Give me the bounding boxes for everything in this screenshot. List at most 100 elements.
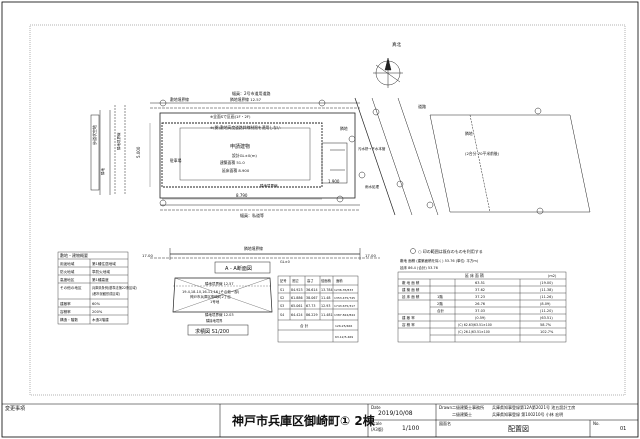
floor-value-alt: (19.00) — [540, 281, 553, 285]
road-top-label: 幅員：2号市道用道路 — [232, 90, 271, 96]
area-label-3: 神戸市兵庫区御崎町2丁目 — [190, 294, 231, 299]
area-calc-diagram — [172, 277, 273, 336]
side-label: 駐車場 — [170, 158, 182, 163]
overview-key: 容積率 — [60, 309, 71, 314]
area-cell: S2 — [280, 296, 284, 300]
right-note-1: 汚水枡→下水本管 — [358, 146, 386, 151]
site-plan — [90, 97, 591, 216]
area-cell: 86.229 — [306, 313, 318, 317]
overview-table — [57, 251, 129, 325]
area-cell: S1 — [280, 288, 284, 292]
overview-key: 用途地域 — [60, 261, 75, 266]
side-note: 隣地 — [340, 126, 348, 131]
area-cell: 1236.35/833 — [334, 288, 353, 292]
area-sum-label: 合 計 — [300, 323, 309, 328]
right-road: 道路 — [418, 103, 426, 109]
floor-level: 合計 — [437, 308, 445, 313]
floor-unit: (m2) — [548, 274, 557, 278]
floor-value-alt: (11.20) — [540, 309, 553, 313]
section-label-top: 隣地境界線 — [244, 246, 263, 251]
area-table-header: 記号 — [280, 278, 287, 283]
area-cell: 64.424 — [291, 313, 303, 317]
number-value: 01 — [620, 426, 627, 432]
boundary-label-right: 隣地境界線 — [260, 183, 278, 188]
section-badge: A - A断面図 — [225, 265, 252, 272]
area-cell: 1743.675/317 — [334, 304, 355, 308]
annex-block — [321, 142, 348, 184]
overview-key: 建蔽率 — [60, 301, 71, 306]
overview-rows: 用途地域 第1種住居地域 防火地域 準防火地域 高度地区 第1種高度 その他の地… — [60, 261, 137, 322]
area-cell: 38.067 — [306, 296, 318, 300]
revision-label: 変更事項 — [5, 406, 26, 412]
floor-value-alt: (63.51) — [540, 316, 553, 320]
floor-value: 37.03 — [475, 309, 485, 313]
overview-value: 60% — [92, 302, 101, 306]
floor-value: 63.51 — [475, 281, 485, 285]
dim-right: 1.900 — [328, 179, 340, 184]
area-cell: 1387.824/844 — [334, 313, 355, 317]
section-right-val: 17.00 — [365, 253, 376, 258]
overview-value: 準防火地域 — [92, 269, 110, 274]
area-cell: 65.061 — [291, 304, 303, 308]
floor-level: 2階 — [437, 301, 443, 306]
floor-caption-2: 延床 86.4 (合計) 53.76 — [400, 265, 438, 270]
boundary-top-label: 隣地境界線 12.57 — [230, 97, 262, 102]
area-cell: S4 — [280, 313, 284, 317]
scale-value: 1/100 — [402, 425, 420, 432]
office-1: 二級建築士事務所 — [452, 405, 484, 410]
north-arrow — [373, 57, 403, 88]
date-label: Date — [371, 405, 381, 410]
building-info-1: 設計GL±0(m) — [232, 153, 257, 158]
area-label-1: 隣地境界線 12.57 — [205, 281, 234, 286]
floor-key: 建 蔽 率 — [402, 315, 415, 320]
floor-level: 1階 — [437, 294, 443, 299]
area-cell: 11.48 — [321, 296, 330, 300]
title-block — [2, 403, 638, 437]
sheet-label: 図面名 — [439, 421, 451, 426]
scale-label: Scale — [371, 421, 382, 426]
area-cell: 67.73 — [306, 304, 315, 308]
area-caption: 求積図 S1/200 — [195, 328, 229, 335]
overview-key: 防火地域 — [60, 269, 75, 274]
area-sum-1: 126.25/466 — [335, 324, 352, 328]
office-2-detail: 兵庫県知事登録 第100210号 小林 宏明 — [492, 412, 564, 417]
area-cell: 1353.475/745 — [334, 296, 355, 300]
section-level: GL±0 — [280, 260, 290, 264]
area-table-header: 高さ — [307, 278, 314, 283]
building-label: 申請建物 — [230, 143, 250, 150]
overview-title: 敷地・建物概要 — [60, 252, 88, 258]
floor-value: (0.59) — [475, 316, 486, 320]
office-1-detail: 兵庫県知事登録第12A第2021号 池五設計工房 — [492, 405, 576, 410]
area-note-1: ※全面Sで区画(1F・2F) — [210, 114, 251, 119]
left-label-1: 隣地境界線 — [116, 132, 121, 150]
site-boundary — [159, 112, 356, 199]
number-label: No. — [593, 421, 600, 426]
overview-key: 高度地区 — [60, 277, 75, 282]
office-2: 二級建築士 — [452, 412, 472, 417]
floor-value-alt: (11.38) — [540, 288, 553, 292]
floor-value: 37.62 — [475, 288, 485, 292]
area-cell: S3 — [280, 304, 284, 308]
area-table-header: 倍面積 — [321, 278, 332, 283]
floor-key: 延 床 面 積 — [402, 294, 420, 299]
road-bottom-label: 幅員：私道等 — [240, 212, 264, 218]
left-label-2: 隣地 — [100, 168, 105, 175]
right-block-1: 隣地 — [465, 131, 473, 136]
floor-key: 敷 地 面 積 — [402, 280, 420, 285]
project-title: 神戸市兵庫区御崎町① 2棟 — [232, 414, 375, 428]
sheet-title: 配置図 — [508, 425, 529, 433]
area-cell: 13.784 — [321, 288, 333, 292]
left-walkway — [90, 114, 100, 191]
section-left-val: 17.00 — [142, 253, 153, 258]
neighbor-lot — [429, 114, 591, 213]
area-sum-2: 63.12/5.469 — [335, 335, 353, 339]
section-aa — [150, 248, 380, 274]
floor-value-alt: (8.09) — [540, 302, 551, 306]
legend-note: ○ 印の範囲は既存のものを利用する — [418, 248, 483, 254]
area-label-2: 19.4,18-10,16-11,16 (その他一部) — [182, 289, 240, 294]
floor-value-alt: 102.7% — [540, 330, 554, 334]
overview-value: 木造2階建 — [92, 317, 109, 322]
overview-key: その他の地区 — [60, 285, 82, 290]
